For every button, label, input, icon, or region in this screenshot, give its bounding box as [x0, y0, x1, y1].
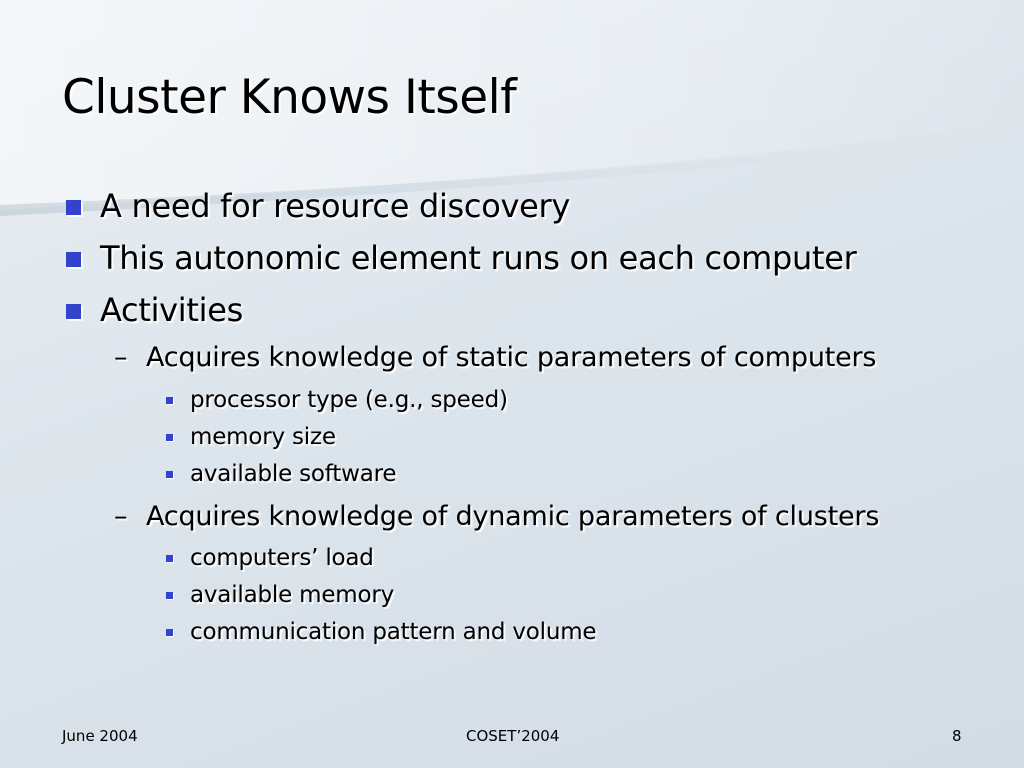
sub-sub-bullet-item: available memory [190, 582, 395, 608]
small-square-bullet-icon [166, 434, 173, 441]
slide-title: Cluster Knows Itself [62, 70, 517, 125]
dash-bullet: – [114, 501, 128, 532]
small-square-bullet-icon [166, 629, 173, 636]
footer-date: June 2004 [62, 727, 138, 745]
sub-bullet-item: Acquires knowledge of static parameters … [146, 342, 877, 373]
sub-bullet-item: Acquires knowledge of dynamic parameters… [146, 501, 880, 532]
footer-page-number: 8 [952, 727, 962, 745]
square-bullet-icon [66, 200, 81, 215]
sub-sub-bullet-item: available software [190, 461, 397, 487]
sub-sub-bullet-item: processor type (e.g., speed) [190, 387, 508, 413]
small-square-bullet-icon [166, 397, 173, 404]
square-bullet-icon [66, 252, 81, 267]
footer-conference: COSET’2004 [466, 727, 560, 745]
small-square-bullet-icon [166, 555, 173, 562]
bullet-item: Activities [100, 291, 243, 329]
square-bullet-icon [66, 304, 81, 319]
dash-bullet: – [114, 342, 128, 373]
bullet-item: This autonomic element runs on each comp… [100, 239, 857, 277]
small-square-bullet-icon [166, 471, 173, 478]
sub-sub-bullet-item: communication pattern and volume [190, 619, 597, 645]
sub-sub-bullet-item: computers’ load [190, 545, 374, 571]
small-square-bullet-icon [166, 592, 173, 599]
sub-sub-bullet-item: memory size [190, 424, 336, 450]
bullet-item: A need for resource discovery [100, 187, 571, 225]
